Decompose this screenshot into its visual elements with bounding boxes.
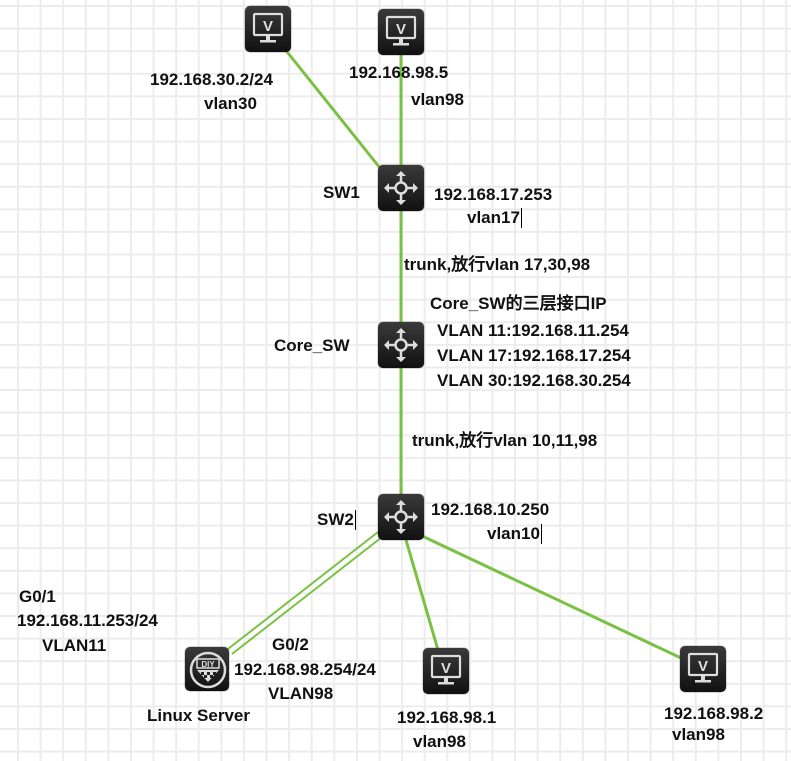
link-pc-top-left-sw1: [282, 47, 382, 169]
svg-text:V: V: [441, 660, 451, 677]
pc-top-left[interactable]: V: [245, 6, 291, 52]
linux-if2-ip: 192.168.98.254/24: [234, 660, 376, 679]
switch-icon: [384, 171, 418, 205]
link-core-sw2-label: trunk,放行vlan 10,11,98: [412, 431, 598, 450]
pc-bottom-mid[interactable]: V: [423, 648, 469, 694]
core-sw-l3-title: Core_SW的三层接口IP: [430, 294, 607, 313]
svg-text:V: V: [698, 658, 708, 675]
pc-top-right-ip: 192.168.98.5: [349, 63, 449, 82]
core-sw-l3-vlan11: VLAN 11:192.168.11.254: [437, 321, 629, 340]
link-sw1-core-label: trunk,放行vlan 17,30,98: [404, 255, 591, 274]
monitor-icon: V: [430, 654, 462, 685]
svg-text:DIY: DIY: [201, 660, 215, 669]
linux-if1-ip: 192.168.11.253/24: [17, 611, 158, 630]
pc-bottom-right-vlan: vlan98: [672, 725, 725, 744]
pc-top-right-vlan: vlan98: [411, 90, 464, 109]
linux-if2-vlan: VLAN98: [268, 684, 334, 703]
svg-text:V: V: [263, 18, 273, 35]
linux-if2-port: G0/2: [272, 635, 309, 654]
sw1-switch[interactable]: [378, 165, 424, 211]
link-sw2-linux-server-double: [227, 531, 383, 655]
sw1-vlan[interactable]: vlan17: [467, 208, 522, 228]
sw2-switch[interactable]: [378, 494, 424, 540]
sw1-ip: 192.168.17.253: [434, 185, 553, 204]
sw2-ip: 192.168.10.250: [431, 500, 550, 519]
core-sw-name: Core_SW: [274, 336, 350, 355]
pc-top-left-ip: 192.168.30.2/24: [150, 70, 273, 89]
monitor-icon: V: [385, 15, 417, 46]
linux-if1-port: G0/1: [19, 587, 56, 606]
pc-top-left-vlan: vlan30: [204, 94, 257, 113]
pc-bottom-mid-vlan: vlan98: [413, 732, 466, 751]
diy-server-icon: DIY: [189, 651, 227, 689]
link-sw2-pc-bottom-right: [419, 533, 682, 660]
linux-server[interactable]: DIY: [185, 647, 229, 691]
monitor-icon: V: [252, 12, 284, 43]
core-sw-l3-vlan30: VLAN 30:192.168.30.254: [437, 371, 631, 390]
switch-icon: [384, 328, 418, 362]
sw1-name: SW1: [323, 183, 360, 202]
core-sw-l3-vlan17: VLAN 17:192.168.17.254: [437, 346, 631, 365]
monitor-icon: V: [687, 652, 719, 683]
pc-bottom-mid-ip: 192.168.98.1: [397, 708, 497, 727]
linux-server-name: Linux Server: [147, 706, 250, 725]
linux-if1-vlan: VLAN11: [42, 636, 107, 655]
sw2-vlan[interactable]: vlan10: [487, 524, 542, 544]
pc-bottom-right[interactable]: V: [680, 646, 726, 692]
core-switch[interactable]: [378, 322, 424, 368]
link-sw2-pc-bottom-mid: [404, 539, 440, 651]
svg-text:V: V: [396, 21, 406, 38]
switch-icon: [384, 500, 418, 534]
sw2-name[interactable]: SW2: [317, 510, 356, 530]
pc-top-right[interactable]: V: [378, 9, 424, 55]
pc-bottom-right-ip: 192.168.98.2: [664, 704, 764, 723]
